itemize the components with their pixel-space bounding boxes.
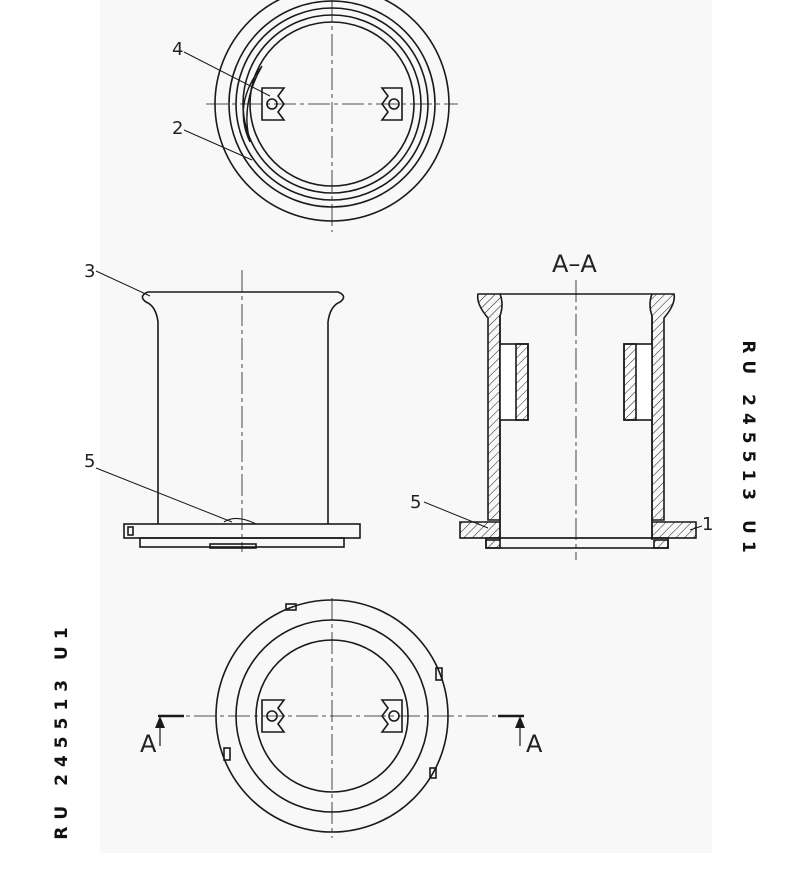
patent-number-left: RU 245513 U1 [52, 620, 72, 840]
part-label-5-side: 5 [84, 451, 95, 472]
bottom-view-middle [235, 619, 429, 813]
leader-line-1 [689, 525, 703, 531]
section-title: A–A [552, 250, 597, 278]
bottom-view-latch-left [261, 699, 286, 733]
section-flange-right [651, 521, 697, 539]
bottom-view-notch-left [223, 747, 231, 761]
section-base-lip-right [653, 539, 669, 549]
part-label-2: 2 [172, 118, 183, 139]
side-view-base [139, 537, 345, 548]
bottom-view-bore [255, 639, 409, 793]
section-cut-marker-right [498, 714, 525, 746]
leader-line-5-side [95, 467, 233, 523]
bottom-view-latch-right [380, 699, 403, 733]
top-view [183, 0, 458, 232]
top-view-bore [249, 21, 415, 187]
bottom-view-notch-right-lower [429, 767, 437, 779]
side-view-base-plate [209, 543, 257, 549]
top-view-latch-left [261, 87, 286, 121]
section-cut-label-left: A [140, 730, 157, 758]
bottom-view-outer [215, 599, 449, 833]
leader-line-5-section [423, 501, 489, 529]
top-view-flange-rim [228, 0, 436, 208]
leader-line-4 [183, 51, 271, 97]
top-view-ring-outer [235, 7, 429, 201]
top-view-ring-inner [242, 14, 422, 194]
part-label-3: 3 [84, 261, 95, 282]
side-view [95, 270, 361, 552]
leader-line-2 [183, 129, 253, 161]
top-view-latch-right [380, 87, 403, 121]
section-cut-marker-left [155, 714, 184, 746]
top-view-spring-clip [242, 65, 263, 143]
bottom-view [160, 598, 500, 838]
drawing-panel-background [100, 0, 712, 853]
side-view-body-outline [141, 291, 345, 524]
section-view [423, 280, 703, 560]
bottom-view-notch-top [285, 603, 297, 611]
part-label-5-section: 5 [410, 492, 421, 513]
part-label-4: 4 [172, 39, 183, 60]
section-cut-label-right: A [526, 730, 543, 758]
section-base-lip-left [485, 539, 501, 549]
section-window-right-inner [623, 343, 637, 421]
side-view-flange-tab [127, 526, 134, 536]
bottom-view-notch-right-upper [435, 667, 443, 681]
leader-line-3 [95, 270, 151, 297]
section-window-left-inner [515, 343, 529, 421]
side-view-lock-pin [223, 517, 257, 525]
top-view-flange-outer [214, 0, 450, 222]
part-label-1: 1 [702, 514, 713, 535]
patent-number-right: RU 245513 U1 [738, 340, 758, 560]
